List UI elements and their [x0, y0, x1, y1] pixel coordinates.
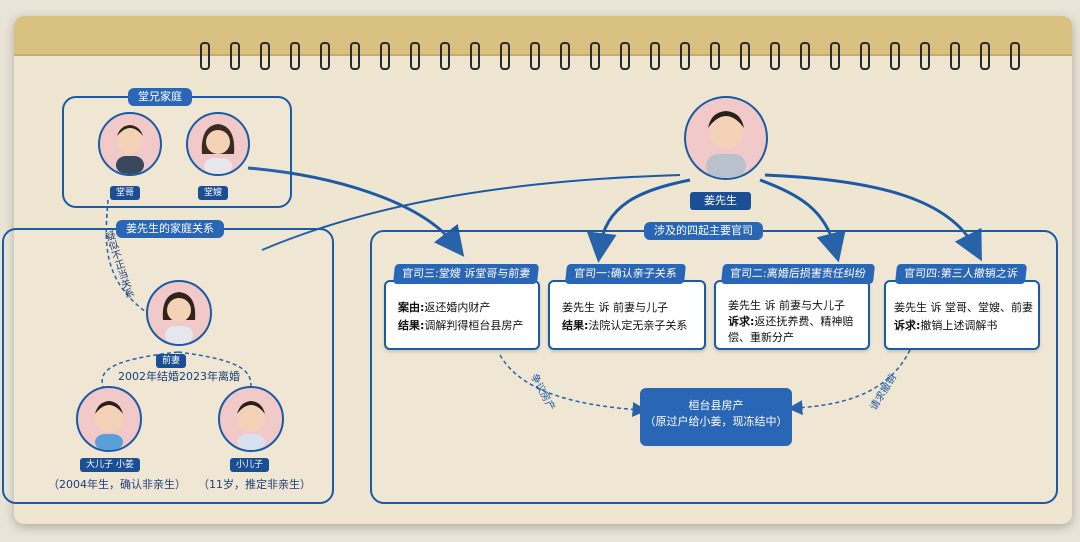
- spiral-ring: [260, 42, 270, 70]
- spiral-ring: [320, 42, 330, 70]
- cousin-family-box: 堂兄家庭: [62, 88, 292, 208]
- spiral-ring: [800, 42, 810, 70]
- arrow-cousin-wife-to-case3: [247, 166, 465, 257]
- spiral-ring: [350, 42, 360, 70]
- spiral-ring: [290, 42, 300, 70]
- spiral-ring: [650, 42, 660, 70]
- spiral-ring: [590, 42, 600, 70]
- case3-card: 案由:返还婚内财产 结果:调解判得桓台县房产: [384, 280, 540, 350]
- case2-line1: 姜先生 诉 前妻与大儿子: [728, 299, 845, 312]
- case3-line2: 结果:调解判得桓台县房产: [398, 319, 524, 332]
- case1-card: 姜先生 诉 前妻与儿子 结果:法院认定无亲子关系: [548, 280, 706, 350]
- female-face-icon: [162, 292, 196, 344]
- cousin-avatar: [98, 112, 162, 176]
- younger-son-note: （11岁，推定非亲生）: [198, 478, 311, 491]
- spiral-ring: [980, 42, 990, 70]
- jiang-name-tag: 姜先生: [690, 192, 751, 210]
- jiang-family-title: 姜先生的家庭关系: [116, 220, 224, 238]
- cousin-wife-name-tag: 堂嫂: [198, 186, 229, 200]
- case4-line2: 诉求:撤销上述调解书: [894, 319, 998, 332]
- link-jiang-to-family: [261, 174, 681, 251]
- spiral-ring: [380, 42, 390, 70]
- elder-son-note: （2004年生，确认非亲生）: [48, 478, 186, 491]
- spiral-ring: [620, 42, 630, 70]
- spiral-ring: [680, 42, 690, 70]
- ex-wife-name-tag: 前妻: [156, 354, 187, 368]
- spiral-ring: [410, 42, 420, 70]
- spiral-ring: [440, 42, 450, 70]
- younger-son-avatar: [218, 386, 284, 452]
- case4-header: 官司四:第三人撤销之诉: [894, 264, 1027, 284]
- spiral-ring: [770, 42, 780, 70]
- spiral-ring: [860, 42, 870, 70]
- spiral-ring: [200, 42, 210, 70]
- jiang-avatar: [684, 96, 768, 180]
- suspicion-dashed-line: [105, 199, 151, 316]
- elder-son-avatar: [76, 386, 142, 452]
- elder-son-name-tag: 大儿子 小姜: [80, 458, 140, 472]
- cousin-wife-avatar: [186, 112, 250, 176]
- spiral-ring: [740, 42, 750, 70]
- case1-line2: 结果:法院认定无亲子关系: [562, 319, 688, 332]
- spiral-ring: [560, 42, 570, 70]
- arrow-jiang-to-case1: [586, 178, 691, 263]
- spiral-ring: [500, 42, 510, 70]
- case2-header: 官司二:离婚后损害责任纠纷: [720, 264, 875, 284]
- property-asset-box: 桓台县房产 （原过户给小姜，现冻结中）: [640, 388, 792, 446]
- spiral-ring: [830, 42, 840, 70]
- case3-to-asset-dashed: [499, 354, 648, 417]
- case4-to-asset-dashed: [787, 349, 911, 416]
- case3-header: 官司三:堂嫂 诉堂哥与前妻: [392, 264, 540, 284]
- lawsuits-title: 涉及的四起主要官司: [644, 222, 763, 240]
- cousin-name-tag: 堂哥: [110, 186, 141, 200]
- spiral-ring: [470, 42, 480, 70]
- marriage-note: 2002年结婚2023年离婚: [118, 370, 240, 383]
- boy-face-icon: [95, 401, 123, 450]
- family-dashed-tree: [101, 351, 252, 393]
- male-face-icon: [116, 125, 144, 174]
- case3-line1: 案由:返还婚内财产: [398, 301, 491, 314]
- case2-line2: 诉求:返还抚养费、精神赔: [728, 315, 854, 328]
- case2-card: 姜先生 诉 前妻与大儿子 诉求:返还抚养费、精神赔 偿、重新分产: [714, 280, 870, 350]
- younger-son-name-tag: 小儿子: [230, 458, 270, 472]
- case4-card: 姜先生 诉 堂哥、堂嫂、前妻 诉求:撤销上述调解书: [884, 280, 1040, 350]
- spiral-ring: [1010, 42, 1020, 70]
- case2-line3: 偿、重新分产: [728, 331, 794, 344]
- spiral-ring: [890, 42, 900, 70]
- binder-bar: [14, 16, 1072, 56]
- spiral-ring: [920, 42, 930, 70]
- case1-header: 官司一:确认亲子关系: [564, 264, 686, 284]
- spiral-ring: [950, 42, 960, 70]
- asset-status: （原过户给小姜，现冻结中）: [644, 415, 788, 428]
- spiral-ring: [710, 42, 720, 70]
- spiral-ring: [230, 42, 240, 70]
- case1-line1: 姜先生 诉 前妻与儿子: [562, 301, 668, 314]
- cousin-family-title: 堂兄家庭: [128, 88, 192, 106]
- asset-title: 桓台县房产: [688, 399, 744, 412]
- spiral-rings: [200, 42, 1040, 72]
- male-face-icon: [706, 111, 746, 178]
- ex-wife-avatar: [146, 280, 212, 346]
- arrow-jiang-to-case2: [759, 178, 846, 263]
- boy-face-icon: [237, 401, 265, 450]
- female-face-icon: [201, 124, 235, 174]
- spiral-ring: [530, 42, 540, 70]
- case4-line1: 姜先生 诉 堂哥、堂嫂、前妻: [894, 301, 1033, 314]
